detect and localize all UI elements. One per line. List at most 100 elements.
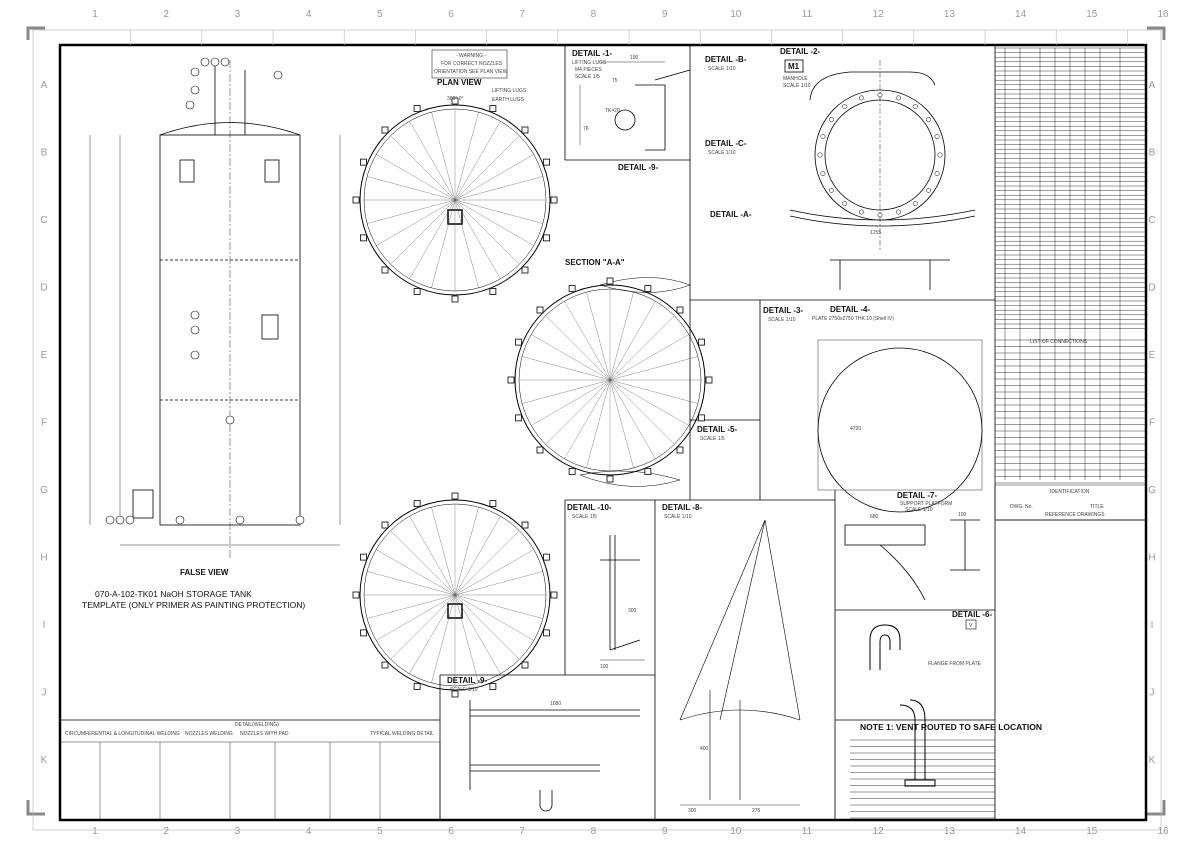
nozzle-lug: [352, 591, 360, 599]
grid-column-label: 5: [377, 9, 383, 20]
reference-balloon: [190, 325, 200, 335]
reference-balloon: [200, 57, 210, 67]
reference-balloon: [175, 515, 185, 525]
nozzle-lug: [521, 266, 529, 274]
detail-2-tag-box: [784, 59, 804, 73]
outer-frame: [32, 29, 1162, 831]
grid-column-label: 16: [1157, 826, 1169, 837]
nozzle-lug: [644, 468, 652, 475]
reference-balloons: [105, 57, 305, 525]
dim: 300: [628, 608, 637, 614]
detail-9-title: DETAIL -9-: [447, 676, 487, 685]
radial-line: [454, 199, 479, 288]
radial-line: [454, 594, 534, 641]
nozzle-lug: [536, 306, 544, 314]
nozzle-lug: [413, 105, 421, 112]
detail-b-title: DETAIL -B-: [705, 55, 747, 64]
grid-column-label: 1: [92, 826, 98, 837]
detail-9-drawing: [469, 700, 640, 812]
bolt-hole: [926, 117, 931, 123]
grid-column-label: 11: [802, 9, 813, 20]
radial-line: [431, 507, 456, 596]
nozzle-lug: [550, 591, 558, 599]
radial-line: [586, 379, 611, 468]
welding-col: NOZZLES WELDING: [185, 731, 233, 737]
nozzle-lug: [381, 126, 389, 134]
radial-line: [522, 379, 611, 404]
detail-7-drawing: [844, 519, 980, 601]
detail-10-title: DETAIL -10-: [567, 503, 612, 512]
bolt-hole: [937, 152, 943, 158]
reference-balloon: [210, 57, 220, 67]
radial-line: [454, 594, 543, 619]
radial-line: [431, 112, 456, 201]
bolt-hole: [912, 104, 918, 109]
radial-line: [367, 594, 456, 619]
detail-9-scale: SCALE 1/10: [450, 687, 478, 693]
nozzle-lug: [568, 468, 576, 475]
radial-line: [454, 199, 534, 246]
dim: 100: [958, 512, 967, 518]
nozzle-lug: [698, 338, 705, 346]
radial-line: [367, 199, 456, 224]
radial-line: [454, 199, 501, 279]
grid-column-label: 15: [1086, 826, 1098, 837]
detail-5-title: DETAIL -5-: [697, 425, 737, 434]
grid-row-label: B: [41, 148, 48, 159]
dim: 680: [870, 514, 879, 520]
radial-lines: [364, 109, 701, 686]
bolt-hole: [820, 134, 826, 139]
drawing-subtitle: TEMPLATE (ONLY PRIMER AS PAINTING PROTEC…: [82, 600, 305, 610]
detail-7-sub: SUPPORT PLATFORM: [900, 501, 952, 507]
nozzle-lug: [413, 683, 421, 690]
radial-line: [586, 292, 611, 381]
detail-2-sub: MANHOLE: [783, 76, 808, 82]
nozzle-lug: [489, 683, 497, 690]
nozzle-lug: [550, 196, 558, 204]
nozzle-lug: [543, 629, 550, 637]
radial-line: [409, 121, 456, 201]
detail-2-title: DETAIL -2-: [780, 47, 820, 56]
nozzle-lug: [606, 277, 614, 285]
radial-line: [609, 334, 689, 381]
dim: 76: [583, 126, 589, 132]
drawing-labels: 070-A-102-TK01 NaOH STORAGE TANK TEMPLAT…: [65, 47, 1105, 814]
dim: 400: [700, 746, 709, 752]
radial-line: [431, 199, 456, 288]
detail-10-scale: SCALE 1/5: [572, 514, 597, 520]
radial-line: [609, 379, 656, 459]
grid-row-label: H: [40, 553, 47, 564]
orientation-0: 360° 0°: [447, 96, 464, 102]
detail-1-scale: SCALE 1/5: [575, 74, 600, 80]
warning-line-1: FOR CORRECT NOZZLES: [441, 61, 503, 67]
radial-line: [390, 530, 456, 596]
detail-6-tag: V: [969, 623, 973, 629]
detail-1-drawing: [579, 61, 691, 151]
reference-balloon: [190, 85, 200, 95]
radial-line: [367, 176, 456, 201]
radial-line: [531, 379, 611, 426]
grid-row-label: K: [1149, 755, 1156, 766]
bolt-hole: [926, 187, 931, 193]
nozzle-lug: [543, 553, 550, 561]
radial-line: [522, 356, 611, 381]
grid-row-label: D: [1148, 283, 1155, 294]
grid-column-label: 7: [519, 9, 525, 20]
nozzle-lug: [705, 376, 713, 384]
nozzle-lug: [543, 234, 550, 242]
welding-col: NOZZLES WITH PAD: [240, 731, 289, 737]
nozzle-lug: [360, 629, 367, 637]
bolt-holes: [817, 92, 943, 218]
nozzle-lug: [536, 446, 544, 454]
reference-balloon: [273, 70, 283, 80]
nozzle-lug: [676, 446, 684, 454]
detail-b-scale: SCALE 1/10: [708, 66, 736, 72]
detail-6-title: DETAIL -6-: [952, 610, 992, 619]
radial-line: [454, 530, 520, 596]
nozzle-lug: [381, 266, 389, 274]
nozzle-lug: [413, 500, 421, 507]
detail-8-drawing: [679, 519, 801, 806]
lifting-lugs-note: LIFTING LUGS: [492, 88, 527, 94]
reference-balloon: [295, 515, 305, 525]
nozzle-lug: [568, 285, 576, 292]
